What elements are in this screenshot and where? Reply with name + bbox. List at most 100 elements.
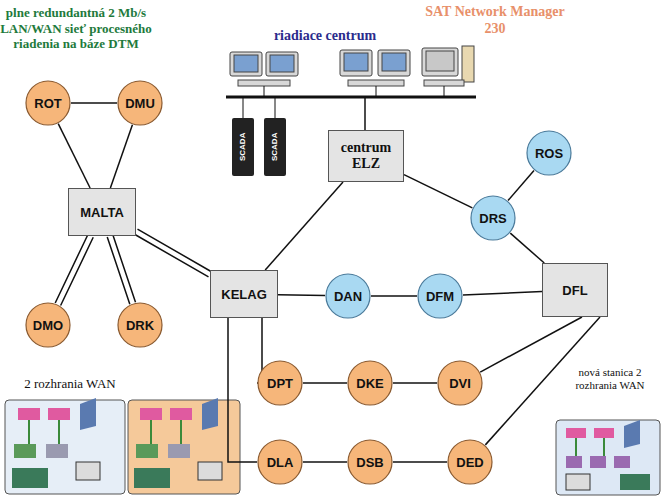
station-inset <box>202 398 218 430</box>
station-inset <box>14 444 36 458</box>
station-inset <box>566 474 590 490</box>
station-box: centrum ELZ <box>328 130 404 182</box>
circle-outline <box>348 440 392 484</box>
station-inset <box>575 438 577 458</box>
station-inset <box>5 400 125 494</box>
station-circle: DMU <box>117 80 163 126</box>
circle-outline <box>118 303 162 347</box>
station-name: DMO <box>33 318 63 333</box>
station-inset <box>46 444 68 458</box>
circle-outline <box>326 274 370 318</box>
station-inset <box>5 398 125 494</box>
network-link <box>393 382 437 384</box>
station-inset <box>594 428 614 438</box>
station-name: DRK <box>126 318 154 333</box>
station-inset <box>28 420 30 446</box>
workstations <box>382 53 406 71</box>
station-inset <box>603 438 605 458</box>
network-link <box>480 317 582 372</box>
station-inset <box>12 468 48 488</box>
circle-outline <box>26 303 70 347</box>
station-circle: DPT <box>257 360 303 406</box>
station-name: DLA <box>267 455 294 470</box>
network-link <box>508 170 534 200</box>
scada-servers <box>264 118 286 176</box>
circle-outline <box>118 81 162 125</box>
station-name: DPT <box>267 376 293 391</box>
station-inset <box>614 456 630 468</box>
station-circle: DMO <box>25 302 71 348</box>
server-label: SCADA <box>238 133 248 161</box>
inset-label: 2 rozhrania WAN <box>10 376 130 392</box>
network-link <box>110 125 132 188</box>
station-inset <box>556 420 660 495</box>
network-link <box>107 235 135 304</box>
station-name: DKE <box>356 376 383 391</box>
circle-outline <box>418 274 462 318</box>
workstations <box>340 50 372 76</box>
control-center <box>364 97 366 131</box>
station-circle: DKE <box>347 360 393 406</box>
center-label: riadiace centrum <box>250 28 400 45</box>
workstations <box>270 55 294 72</box>
station-circle: DFM <box>417 273 463 319</box>
station-box: DFL <box>542 263 608 317</box>
station-circle: DRK <box>117 302 163 348</box>
network-link <box>371 295 417 297</box>
workstations <box>230 46 474 97</box>
network-link <box>303 382 347 384</box>
station-circle: DAN <box>325 273 371 319</box>
station-name: DMU <box>125 96 155 111</box>
station-name: DSB <box>356 455 383 470</box>
station-name: ROS <box>535 146 563 161</box>
station-inset <box>128 398 240 494</box>
scada-servers <box>243 97 244 118</box>
station-inset <box>48 408 70 420</box>
network-link <box>463 291 542 295</box>
network-link <box>278 294 325 296</box>
station-inset <box>140 408 162 420</box>
station-name: DED <box>456 455 483 470</box>
workstations <box>264 86 265 97</box>
network-link <box>58 124 90 188</box>
station-inset <box>556 420 660 495</box>
circle-outline <box>471 196 515 240</box>
station-inset <box>58 420 60 446</box>
station-name: DFM <box>426 289 454 304</box>
network-link <box>303 461 347 463</box>
network-link <box>393 461 447 463</box>
station-inset <box>620 474 650 490</box>
station-name: KELAG <box>221 287 267 302</box>
network-link <box>55 235 93 306</box>
network-link <box>265 182 343 270</box>
station-inset <box>180 420 182 446</box>
station-inset <box>170 408 192 420</box>
circle-outline <box>348 361 392 405</box>
station-inset <box>590 456 606 468</box>
station-circle: ROS <box>526 130 572 176</box>
station-inset <box>134 468 170 488</box>
network-link <box>228 318 257 462</box>
station-name: DAN <box>334 289 362 304</box>
workstations <box>238 80 290 86</box>
network-link <box>510 233 544 263</box>
station-name: DFL <box>562 283 587 298</box>
workstations <box>376 86 377 97</box>
workstations <box>230 52 262 76</box>
station-circle: DVI <box>437 360 483 406</box>
station-inset <box>566 428 586 438</box>
workstations <box>378 50 410 76</box>
station-name: centrum ELZ <box>329 140 403 172</box>
station-inset <box>624 420 640 448</box>
station-circle: DLA <box>257 439 303 485</box>
circle-outline <box>448 440 492 484</box>
station-name: DVI <box>449 376 471 391</box>
station-circle: DSB <box>347 439 393 485</box>
station-box: MALTA <box>68 188 136 236</box>
scada-servers <box>232 97 286 176</box>
station-inset <box>128 400 240 494</box>
station-circle: DRS <box>470 195 516 241</box>
scada-servers <box>275 97 276 118</box>
